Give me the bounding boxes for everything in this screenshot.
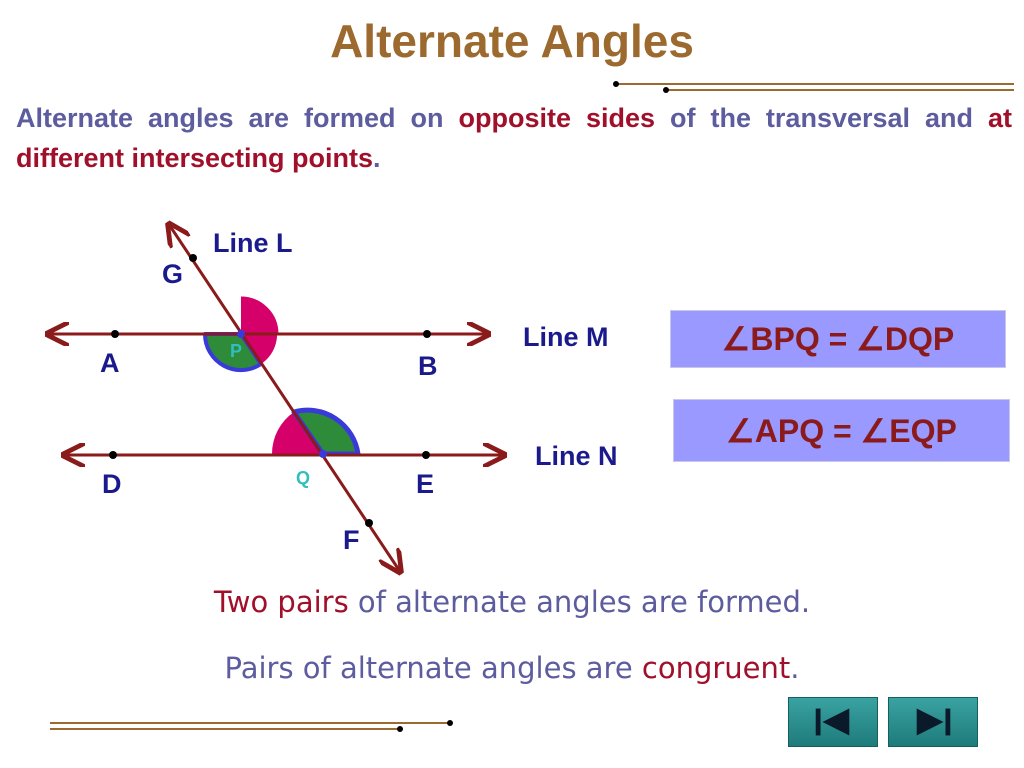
line-n-label: Line N [535, 441, 618, 471]
footer-text-pairs: Pairs of alternate angles are [224, 651, 642, 685]
footer-line-two-pairs: Two pairs of alternate angles are formed… [0, 585, 1024, 619]
point-f-dot [365, 519, 373, 527]
equation-apq-eqp: ∠APQ = ∠EQP [726, 412, 957, 449]
intro-text-1: Alternate angles are formed on [16, 103, 459, 133]
equation-bpq-dqp: ∠BPQ = ∠DQP [721, 321, 955, 357]
line-l-label: Line L [213, 228, 293, 258]
point-p-label: P [230, 341, 242, 361]
intro-paragraph: Alternate angles are formed on opposite … [16, 98, 1012, 178]
slide-title: Alternate Angles [330, 15, 694, 67]
line-l-transversal [170, 226, 399, 570]
point-a-label: A [100, 348, 120, 378]
intro-highlight-intersecting-points: at different intersecting points [16, 103, 1012, 173]
intro-highlight-opposite-sides: opposite sides [458, 103, 656, 133]
point-q-label: Q [296, 468, 310, 488]
footer-text-period: . [790, 651, 800, 685]
point-b-dot [423, 330, 431, 338]
footer-highlight-congruent: congruent [641, 651, 791, 685]
equation-box-bpq-dqp: ∠BPQ = ∠DQP [670, 310, 1006, 368]
previous-slide-button[interactable] [788, 697, 878, 747]
point-d-label: D [102, 469, 122, 499]
footer-highlight-two-pairs: Two pairs [213, 585, 349, 619]
point-g-label: G [162, 259, 183, 289]
footer-line-congruent: Pairs of alternate angles are congruent. [0, 651, 1024, 685]
point-b-label: B [418, 351, 438, 381]
skip-back-icon [815, 708, 850, 736]
point-f-label: F [343, 525, 360, 555]
point-p-dot [237, 330, 245, 338]
point-e-dot [422, 451, 430, 459]
next-slide-button[interactable] [888, 697, 978, 747]
line-m-label: Line M [523, 322, 609, 352]
point-d-dot [109, 451, 117, 459]
point-e-label: E [416, 469, 434, 499]
equation-box-apq-eqp: ∠APQ = ∠EQP [673, 399, 1010, 462]
intro-text-2: of the transversal and [655, 103, 988, 133]
point-a-dot [111, 330, 119, 338]
point-q-dot [319, 450, 327, 458]
intro-text-3: . [373, 143, 381, 173]
skip-forward-icon [916, 708, 951, 736]
footer-text-formed: of alternate angles are formed. [348, 585, 811, 619]
point-g-dot [189, 254, 197, 262]
